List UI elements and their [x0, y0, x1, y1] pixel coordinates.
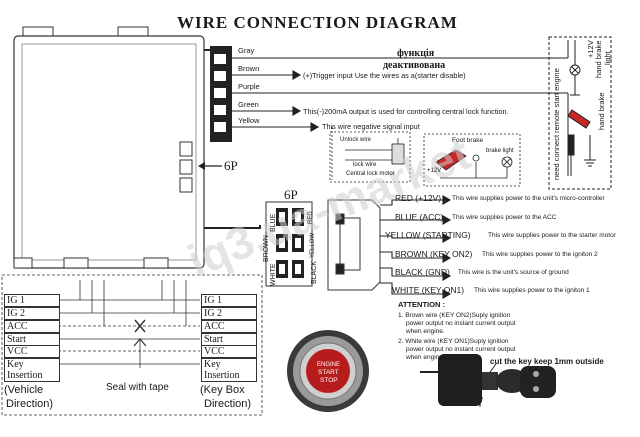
plug-6p — [265, 201, 313, 287]
power-wire-desc: This wire supplies power to the igniton … — [474, 287, 590, 294]
ignition-row-right: Key Insertion — [201, 358, 257, 382]
ignition-key — [420, 354, 556, 407]
ignition-row-right: ACC — [201, 320, 257, 333]
foot-brake-inset — [423, 133, 521, 187]
wire-purple-label: Purple — [238, 82, 260, 91]
button-label-engine: ENGINE — [317, 362, 341, 368]
brake-light-label: brake light — [486, 148, 514, 154]
control-module — [13, 26, 205, 269]
attention-item-2: 2. White wire (KEY ON1)Suply ignition — [398, 338, 509, 345]
ignition-row-left: IG 1 — [4, 294, 60, 307]
power-wire-label: RED (+12V) — [395, 193, 442, 203]
attention-item-1: when engine. — [406, 328, 445, 335]
foot-brake-label: Foot brake — [452, 137, 484, 144]
power-wire-label: BLUE (ACC) — [395, 212, 444, 222]
ignition-row-left: ACC — [4, 320, 60, 333]
attention-item-2: power output no instant current output — [406, 346, 516, 353]
ignition-row-right: VCC — [201, 345, 257, 358]
arrow-6p-left — [198, 162, 222, 170]
right-panel-light: light — [603, 51, 612, 65]
power-wire-desc: This wire supplies power to the ACC — [452, 214, 557, 221]
ignition-row-left: IG 2 — [4, 307, 60, 320]
wire-yellow-label: Yellow — [238, 116, 260, 125]
power-wire-label: BROWN (KEY ON2) — [395, 249, 473, 259]
right-panel-hand-brake: hand brake — [594, 40, 603, 78]
pin-label-blue: BLUE — [270, 213, 277, 232]
power-wire-label: BLACK (GND) — [395, 267, 450, 277]
ignition-row-left: VCC — [4, 345, 60, 358]
attention-item-1: power output no instant current output — [406, 320, 516, 327]
wire-brown-label: Brown — [238, 64, 260, 73]
top-wire-lines — [232, 57, 568, 132]
attention-item-1: 1. Brown wire (KEY ON2)Suply ignition — [398, 312, 511, 319]
wire-brown-desc: (+)Trigger input Use the wires as a(star… — [303, 71, 466, 80]
central-lock-motor-label: Central lock motor — [346, 171, 395, 177]
unlock-wire-label: Unlock wire — [340, 137, 372, 143]
power-wire-label: YELLOW (STARTING) — [385, 230, 471, 240]
attention-heading: ATTENTION : — [398, 300, 445, 309]
right-panel-hand-brake-2: hand brake — [597, 92, 606, 130]
keybox-direction: Direction) — [204, 398, 252, 410]
key-note: cut the key keep 1mm outside — [490, 357, 604, 366]
seal-label: Seal with tape — [106, 382, 169, 393]
wire-green-desc: This(-)200mA output is used for controll… — [303, 107, 509, 116]
ignition-row-left: Key Insertion — [4, 358, 60, 382]
power-socket — [327, 199, 381, 291]
disabled-note-line1: функція — [397, 48, 435, 59]
power-wire-desc: This wire is the unit's source of ground — [458, 269, 569, 276]
lock-wire-inset — [329, 127, 411, 183]
power-wire-desc: This wire supplies power to the starter … — [488, 232, 616, 239]
vehicle-direction: (Vehicle — [4, 384, 44, 396]
connector-6p-label-left: 6P — [224, 158, 238, 173]
pin-label-brown: BROWN — [263, 235, 270, 262]
brake-voltage-label: +12V — [427, 168, 442, 174]
pin-label-red: RED — [308, 211, 314, 224]
ignition-row-right: IG 1 — [201, 294, 257, 307]
button-label-stop: STOP — [320, 377, 338, 384]
attention-item-2: when engine. — [406, 354, 445, 361]
right-panel-note: need connect remote start engine — [552, 68, 561, 180]
connector-6p-label-right: 6P — [284, 187, 298, 202]
power-wire-lines — [380, 195, 452, 299]
pin-label-white: WHITE — [270, 263, 277, 286]
wire-green-label: Green — [238, 100, 259, 109]
disabled-note-line2: деактивована — [383, 60, 446, 71]
ignition-row-right: IG 2 — [201, 307, 257, 320]
engine-start-stop-button — [287, 330, 369, 412]
pin-label-yellow: YELLOW — [310, 232, 316, 258]
ignition-harness — [1, 274, 263, 416]
keybox-direction: (Key Box — [200, 384, 245, 396]
vehicle-direction: Direction) — [6, 398, 54, 410]
lock-wire-label: lock wire — [353, 162, 377, 168]
wire-gray-label: Gray — [238, 46, 255, 55]
power-wire-desc: This wire supplies power to the unit's m… — [452, 195, 605, 202]
wire-yellow-desc: This wire negative signal input — [322, 122, 420, 131]
power-wire-label: WHITE (KEY ON1) — [392, 285, 465, 295]
pin-label-black: BLACK — [311, 261, 318, 284]
power-wire-desc: This wire supplies power to the igniton … — [482, 251, 598, 258]
top-connector — [210, 46, 232, 142]
remote-start-panel — [548, 36, 612, 190]
page-title: WIRE CONNECTION DIAGRAM — [177, 13, 458, 32]
button-label-start: START — [318, 369, 339, 376]
